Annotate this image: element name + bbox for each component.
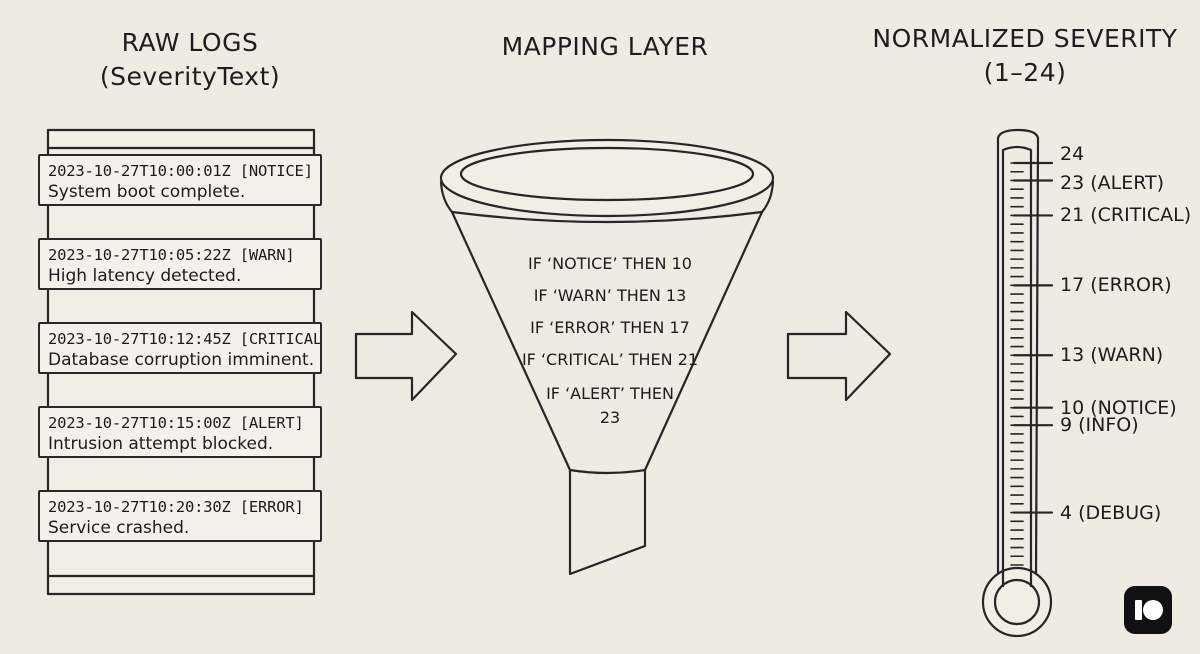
log-entry-message: Database corruption imminent. <box>48 350 320 371</box>
mapping-rule: IF ‘CRITICAL’ THEN 21 <box>500 350 720 370</box>
log-entry-timestamp: 2023-10-27T10:20:30Z [ERROR] <box>48 497 320 518</box>
brand-logo-icon <box>1124 586 1172 634</box>
log-entry-message: System boot complete. <box>48 182 320 203</box>
severity-label: 21 (CRITICAL) <box>1060 204 1191 226</box>
log-entry: 2023-10-27T10:05:22Z [WARN] High latency… <box>38 238 322 290</box>
log-entry-message: Intrusion attempt blocked. <box>48 434 320 455</box>
log-entry: 2023-10-27T10:12:45Z [CRITICAL] Database… <box>38 322 322 374</box>
mapping-rule: 23 <box>500 408 720 428</box>
log-entry-message: Service crashed. <box>48 518 320 539</box>
severity-label: 4 (DEBUG) <box>1060 502 1161 524</box>
mapping-rule: IF ‘WARN’ THEN 13 <box>500 286 720 306</box>
log-entry-message: High latency detected. <box>48 266 320 287</box>
log-entry: 2023-10-27T10:00:01Z [NOTICE] System boo… <box>38 154 322 206</box>
log-entry-timestamp: 2023-10-27T10:15:00Z [ALERT] <box>48 413 320 434</box>
mapping-rule: IF ‘NOTICE’ THEN 10 <box>500 254 720 274</box>
log-entry-timestamp: 2023-10-27T10:12:45Z [CRITICAL] <box>48 329 320 350</box>
log-entry-timestamp: 2023-10-27T10:05:22Z [WARN] <box>48 245 320 266</box>
mapping-rule: IF ‘ALERT’ THEN <box>500 384 720 404</box>
severity-label: 9 (INFO) <box>1060 414 1139 436</box>
log-entry: 2023-10-27T10:15:00Z [ALERT] Intrusion a… <box>38 406 322 458</box>
severity-label: 23 (ALERT) <box>1060 172 1164 194</box>
severity-label: 17 (ERROR) <box>1060 274 1172 296</box>
mapping-rule: IF ‘ERROR’ THEN 17 <box>500 318 720 338</box>
right-arrow-icon <box>788 312 890 400</box>
log-entry-timestamp: 2023-10-27T10:00:01Z [NOTICE] <box>48 161 320 182</box>
right-arrow-icon <box>356 312 456 400</box>
severity-label: 24 <box>1060 143 1084 165</box>
severity-label: 13 (WARN) <box>1060 344 1163 366</box>
log-entry: 2023-10-27T10:20:30Z [ERROR] Service cra… <box>38 490 322 542</box>
